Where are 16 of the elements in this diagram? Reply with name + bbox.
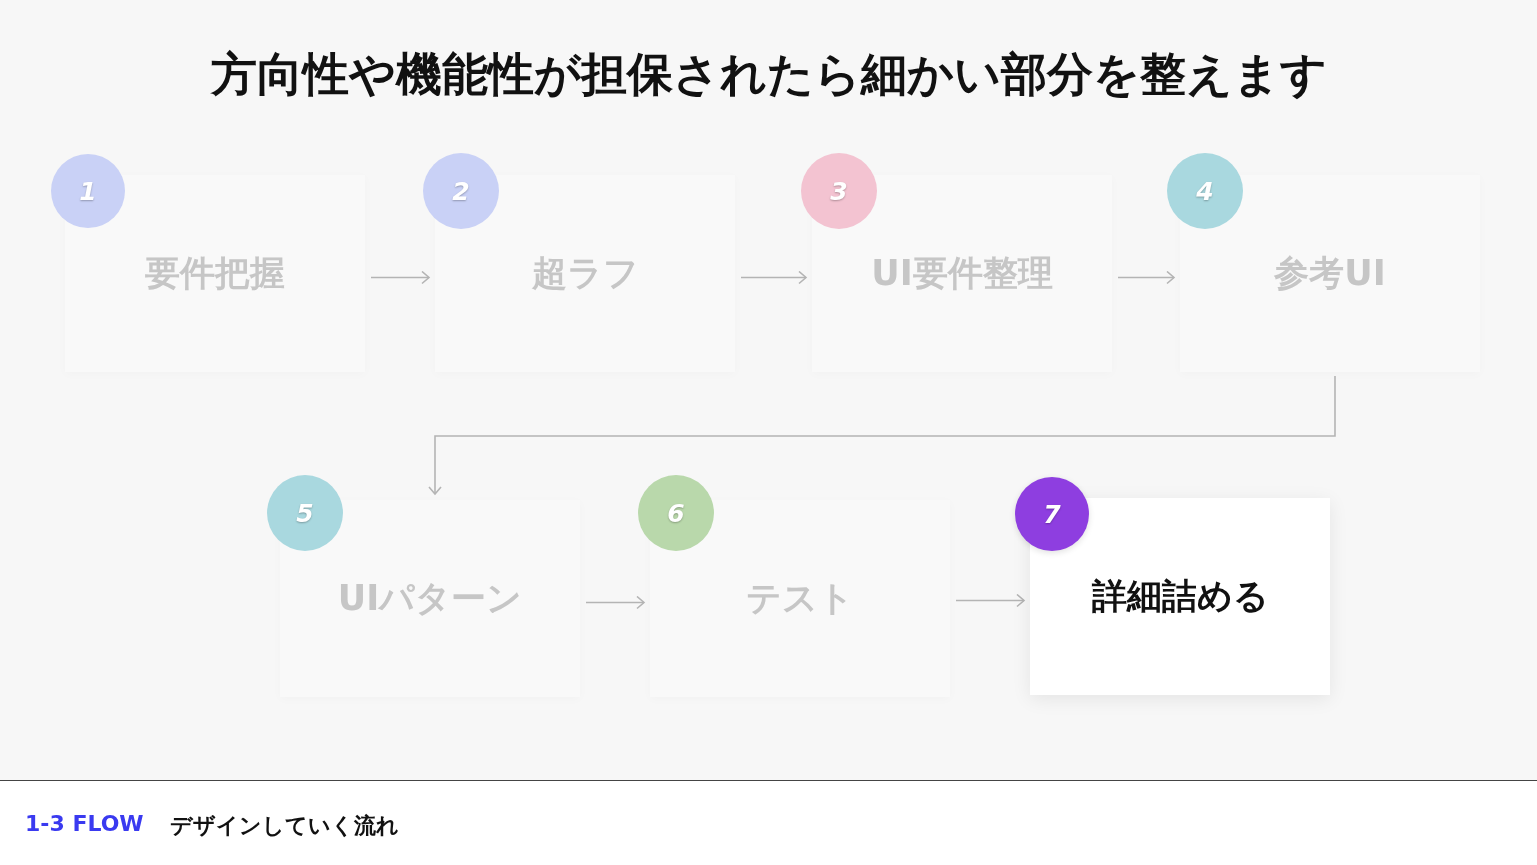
arrow (370, 270, 430, 285)
step-label: 詳細詰める (1091, 575, 1269, 618)
section-number: 1-3 FLOW (25, 811, 144, 836)
step-card (1030, 498, 1330, 695)
arrow (1117, 270, 1175, 285)
step-number-circle: 4 (1167, 153, 1243, 229)
section-title: デザインしていく流れ (170, 812, 399, 840)
slide-title: 方向性や機能性が担保されたら細かい部分を整えます (209, 47, 1328, 103)
step-number-circle: 5 (267, 475, 343, 551)
elbow-arrow (428, 375, 1336, 495)
step-number-circle: 6 (638, 475, 714, 551)
step-number-circle: 7 (1015, 477, 1089, 551)
arrow (585, 595, 645, 610)
arrow (955, 593, 1025, 608)
step-number-circle: 3 (801, 153, 877, 229)
arrow (740, 270, 807, 285)
